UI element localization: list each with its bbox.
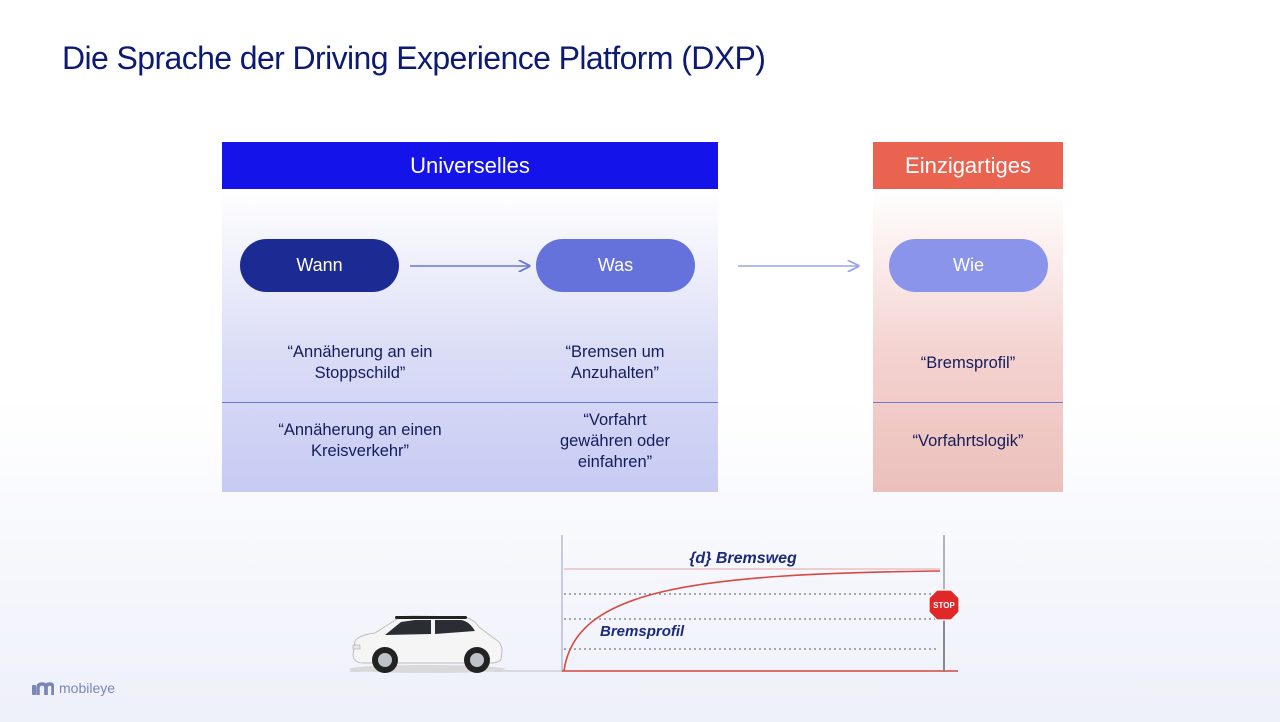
was-pill: Was bbox=[536, 239, 695, 292]
einzigartiges-header: Einzigartiges bbox=[873, 142, 1063, 189]
mobileye-logo: mobileye bbox=[32, 680, 115, 696]
cell-wann-kreisverkehr: “Annäherung an einen Kreisverkehr” bbox=[278, 421, 442, 460]
universelles-header: Universelles bbox=[222, 142, 718, 189]
car-icon bbox=[349, 615, 505, 673]
cell-wann-stoppschild: “Annäherung an ein Stoppschild” bbox=[287, 343, 433, 382]
mobileye-logo-icon bbox=[32, 682, 54, 695]
profile-label: Bremsprofil bbox=[600, 623, 685, 640]
slide-title: Die Sprache der Driving Experience Platf… bbox=[62, 40, 766, 76]
stop-sign-icon bbox=[928, 589, 960, 671]
stop-sign-text: STOP bbox=[933, 601, 955, 610]
wann-pill: Wann bbox=[240, 239, 399, 292]
distance-label: {d} Bremsweg bbox=[689, 550, 797, 567]
cell-was-vorfahrt: “Vorfahrt gewähren oder einfahren” bbox=[559, 410, 671, 471]
cell-wie-vorfahrtslogik: “Vorfahrtslogik” bbox=[912, 431, 1024, 450]
wie-pill: Wie bbox=[889, 239, 1048, 292]
einzigartiges-row-divider bbox=[873, 402, 1063, 403]
cell-was-anhalten: “Bremsen um Anzuhalten” bbox=[565, 343, 665, 382]
mobileye-logo-text: mobileye bbox=[59, 680, 116, 696]
cell-wie-bremsprofil: “Bremsprofil” bbox=[920, 353, 1016, 372]
universelles-row-divider bbox=[222, 402, 718, 403]
braking-profile-curve bbox=[563, 570, 941, 672]
